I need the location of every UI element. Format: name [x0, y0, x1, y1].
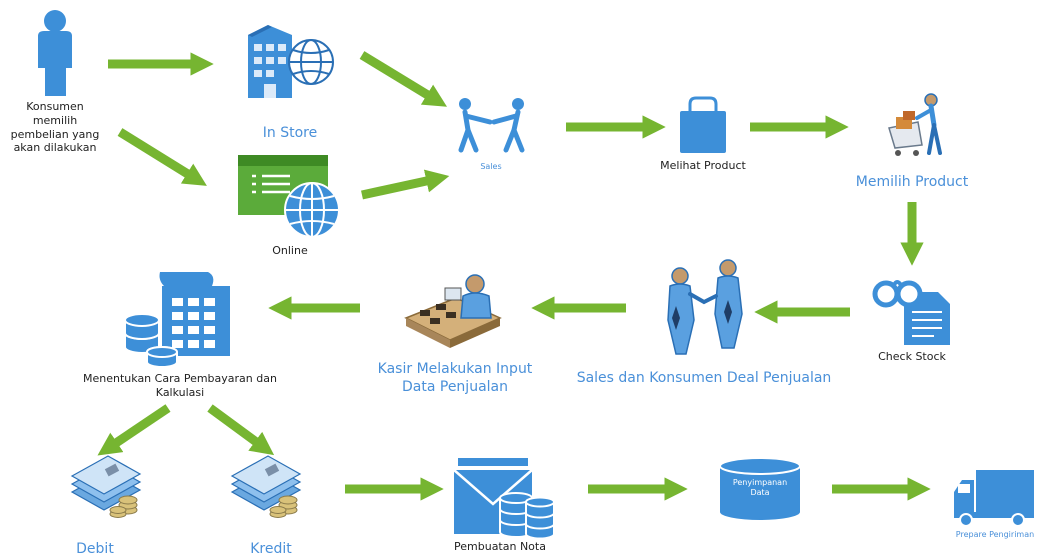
glasses-document-icon	[872, 280, 950, 345]
label-melihat-product: Melihat Product	[660, 159, 746, 172]
label-kalkulasi-line-1: Menentukan Cara Pembayaran dan	[83, 372, 277, 385]
cashier-icon	[404, 274, 502, 348]
label-penyimpanan-data: Penyimpanan Data	[722, 478, 798, 498]
label-kasir: Kasir Melakukan Input Data Penjualan	[365, 361, 545, 396]
handshake-icon	[458, 98, 525, 153]
person-icon	[38, 10, 72, 96]
arrow-kalkulasi-to-kredit	[207, 404, 275, 456]
label-memilih-product: Memilih Product	[855, 174, 969, 190]
delivery-truck-icon	[954, 470, 1034, 527]
debit-documents-icon	[70, 455, 142, 518]
label-sales: Sales	[480, 162, 502, 171]
label-penyimpanan-line-1: Penyimpanan	[732, 478, 788, 487]
label-kalkulasi-line-2: Kalkulasi	[155, 385, 205, 399]
label-konsumen-line-1: Konsumen	[26, 100, 84, 113]
arrow-instore-to-sales	[359, 51, 447, 107]
label-penyimpanan-line-2: Data	[750, 488, 770, 497]
arrow-konsumen-to-online	[117, 128, 207, 186]
flow-arrows	[97, 51, 931, 501]
label-check-stock: Check Stock	[878, 350, 946, 363]
label-konsumen-line-3: pembelian yang	[10, 127, 100, 141]
envelope-database-icon	[453, 458, 555, 540]
label-kasir-line-1: Kasir Melakukan Input	[377, 361, 533, 377]
browser-globe-icon	[238, 155, 340, 238]
label-pembuatan-nota: Pembuatan Nota	[454, 540, 546, 553]
label-prepare-pengiriman: Prepare Pengiriman	[955, 530, 1035, 539]
label-deal-penjualan: Sales dan Konsumen Deal Penjualan	[576, 370, 832, 386]
label-konsumen-line-4: akan dilakukan	[13, 141, 97, 155]
arrow-online-to-sales	[361, 169, 450, 200]
deal-people-icon	[667, 259, 743, 355]
label-konsumen-line-2: memilih	[32, 113, 78, 127]
label-debit: Debit	[76, 541, 114, 557]
label-kredit: Kredit	[250, 541, 292, 557]
building-globe-icon	[248, 25, 334, 98]
label-konsumen: Konsumen memilih pembelian yang akan dil…	[5, 100, 105, 155]
shopping-bag-icon	[680, 96, 726, 153]
calculator-database-icon	[124, 272, 230, 368]
label-kalkulasi: Menentukan Cara Pembayaran dan Kalkulasi	[60, 372, 300, 400]
kredit-documents-icon	[230, 455, 302, 518]
database-cylinder-icon	[719, 457, 801, 520]
arrow-kalkulasi-to-debit	[97, 404, 171, 456]
label-online: Online	[272, 244, 308, 257]
label-kasir-line-2: Data Penjualan	[402, 378, 508, 395]
shopping-cart-icon	[888, 93, 942, 156]
label-in-store: In Store	[262, 125, 318, 141]
